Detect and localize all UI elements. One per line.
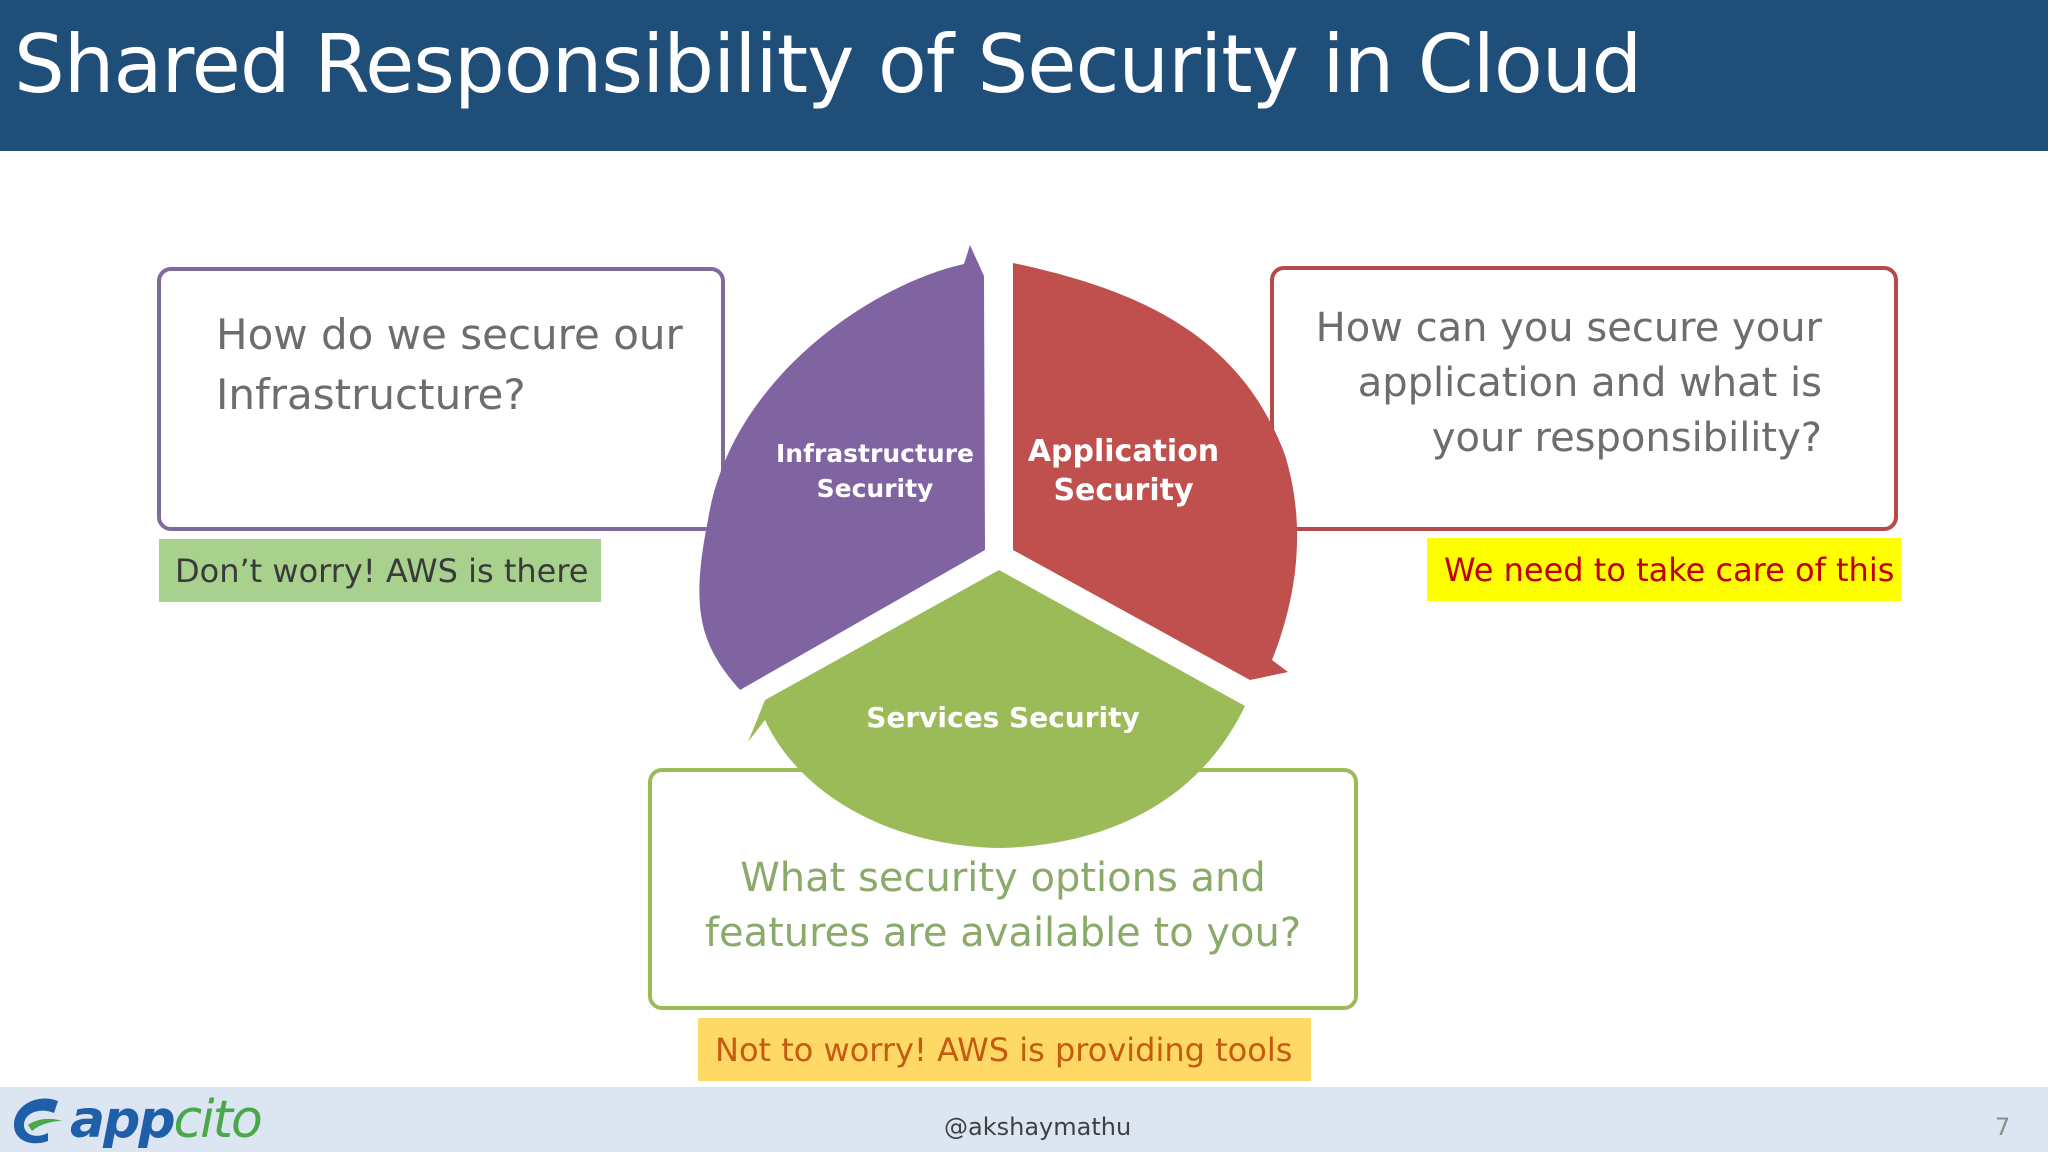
services-note: Not to worry! AWS is providing tools [698, 1018, 1311, 1081]
infrastructure-question: How do we secure our Infrastructure? [216, 310, 683, 419]
application-question-box: How can you secure your application and … [1270, 266, 1898, 531]
application-question: How can you secure your application and … [1315, 305, 1822, 461]
slide-title: Shared Responsibility of Security in Clo… [14, 18, 1642, 111]
application-segment [1013, 263, 1298, 680]
page-number: 7 [1995, 1113, 2011, 1141]
infrastructure-segment-label: Infrastructure Security [770, 436, 980, 506]
appcito-logo: appcito [8, 1090, 263, 1150]
application-note: We need to take care of this [1427, 538, 1901, 601]
infrastructure-label-text: Infrastructure Security [776, 439, 974, 503]
logo-part-cito: cito [173, 1090, 263, 1150]
author-handle: @akshaymathu [944, 1113, 1132, 1141]
footer-bar [0, 1087, 2048, 1152]
appcito-logo-text: appcito [70, 1090, 263, 1150]
services-segment [748, 570, 1245, 848]
appcito-logo-mark [14, 1098, 62, 1144]
logo-part-app: app [70, 1090, 176, 1150]
application-segment-label: Application Security [1016, 432, 1231, 510]
infrastructure-note: Don’t worry! AWS is there [159, 539, 601, 602]
infrastructure-segment [699, 245, 985, 690]
services-segment-label: Services Security [866, 701, 1140, 734]
application-label-text: Application Security [1027, 434, 1220, 508]
services-question: What security options and features are a… [704, 855, 1302, 956]
title-bar: Shared Responsibility of Security in Clo… [0, 0, 2048, 151]
infrastructure-question-box: How do we secure our Infrastructure? [157, 267, 725, 531]
